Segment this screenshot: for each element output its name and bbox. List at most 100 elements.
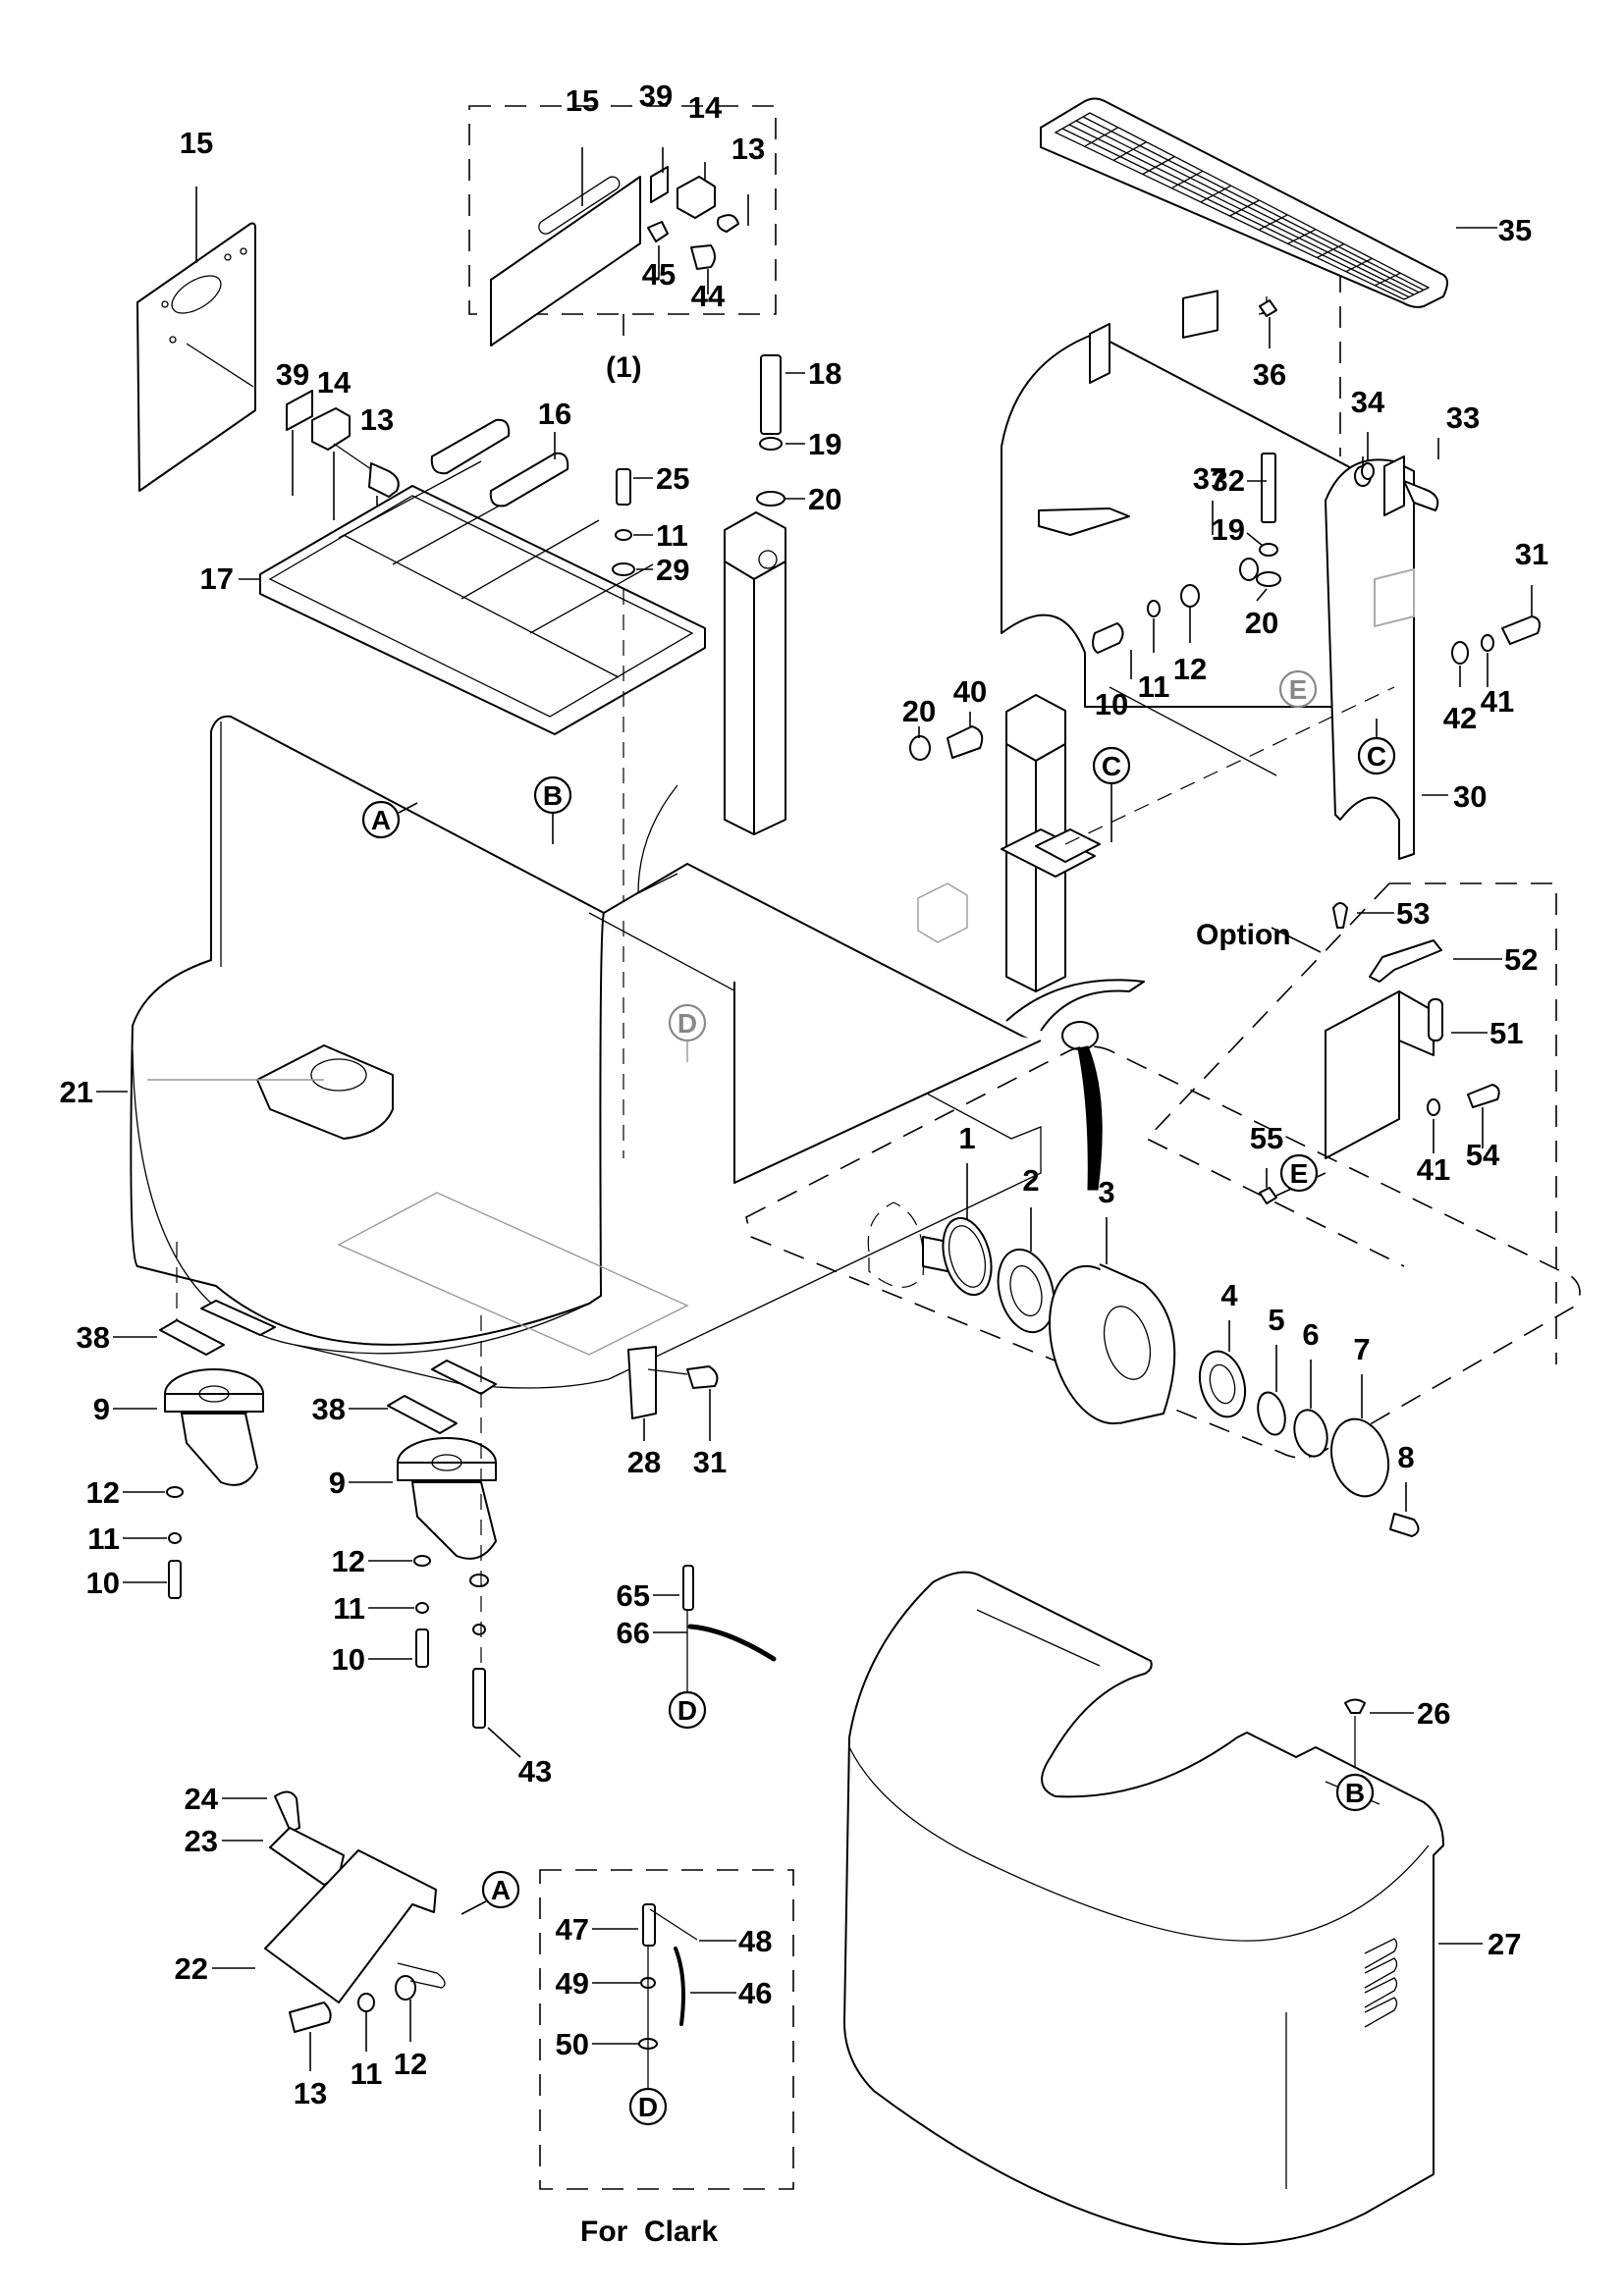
ref-marker-C: C <box>1092 746 1131 785</box>
callout-20: 20 <box>1245 606 1278 640</box>
callout-16: 16 <box>538 397 571 431</box>
callout-12: 12 <box>1173 652 1207 686</box>
callout-6: 6 <box>1302 1317 1319 1352</box>
battery-tray <box>259 418 706 735</box>
svg-text:A: A <box>371 805 391 835</box>
mast-columns <box>724 354 1096 992</box>
ref-marker-A: A <box>361 800 401 839</box>
callout-48: 48 <box>738 1924 772 1958</box>
ref-marker-A: A <box>481 1870 520 1909</box>
svg-text:B: B <box>1345 1778 1365 1808</box>
stop-block <box>627 1346 657 1419</box>
callout-36: 36 <box>1253 357 1286 392</box>
callout-12: 12 <box>332 1544 365 1578</box>
callout-12: 12 <box>86 1475 120 1510</box>
callout-29: 29 <box>656 553 689 587</box>
callout-38: 38 <box>312 1392 346 1426</box>
grille-bar <box>1316 242 1345 259</box>
grille-bar <box>1287 229 1317 244</box>
callout-labels: 15 39 14 13 15 39 14 13 45 44 (1) 16 17 … <box>60 79 1549 2248</box>
panel-fasteners <box>1092 453 1541 665</box>
callout-12: 12 <box>394 2047 427 2081</box>
svg-text:D: D <box>677 1008 697 1039</box>
svg-text:E: E <box>1290 1158 1309 1189</box>
callout-19: 19 <box>1212 512 1245 547</box>
svg-text:E: E <box>1289 674 1308 705</box>
callout-33: 33 <box>1446 400 1480 435</box>
callout-44: 44 <box>691 279 726 313</box>
front-cover <box>843 1571 1444 2246</box>
callout-11: 11 <box>1138 669 1170 704</box>
callout-10: 10 <box>1095 687 1128 721</box>
callout-18: 18 <box>808 356 841 391</box>
grille-bar <box>1200 185 1232 203</box>
callout-8: 8 <box>1397 1440 1414 1474</box>
callout-39: 39 <box>276 357 309 392</box>
mounting-plate-left <box>136 222 400 498</box>
callout-31: 31 <box>1515 537 1548 571</box>
ref-marker-D: D <box>668 1690 707 1730</box>
grille-bar <box>1082 116 1425 291</box>
callout-66: 66 <box>617 1616 650 1650</box>
callout-43: 43 <box>518 1754 552 1789</box>
svg-text:C: C <box>1367 741 1386 772</box>
reference-markers: A B C C D E E D B A D <box>361 669 1396 2126</box>
ref-marker-E: E <box>1279 1153 1319 1193</box>
callout-7: 7 <box>1353 1332 1370 1366</box>
callout-4: 4 <box>1220 1278 1238 1312</box>
svg-text:B: B <box>543 780 563 811</box>
option-bracket <box>1259 902 1500 1204</box>
callout-23: 23 <box>185 1824 218 1858</box>
callout-20: 20 <box>808 482 841 516</box>
ref-marker-B: B <box>533 775 572 815</box>
svg-text:D: D <box>638 2092 658 2122</box>
callout-28: 28 <box>627 1445 661 1479</box>
callout-15: 15 <box>180 126 213 160</box>
callout-3: 3 <box>1098 1175 1114 1209</box>
callout-65: 65 <box>617 1578 650 1613</box>
callout-46: 46 <box>738 1976 772 2010</box>
ref-marker-B: B <box>1335 1773 1375 1812</box>
callout-14: 14 <box>688 90 723 125</box>
grille-bar <box>1258 214 1288 231</box>
callout-11: 11 <box>87 1522 120 1556</box>
grille-bar <box>1142 155 1175 176</box>
callout-53: 53 <box>1396 896 1430 931</box>
callout-41: 41 <box>1481 684 1514 719</box>
svg-text:A: A <box>491 1875 511 1905</box>
svg-text:D: D <box>677 1695 697 1726</box>
slotted-plate-kit <box>490 166 739 347</box>
grille-bar <box>1229 199 1260 217</box>
ref-marker-E: E <box>1278 669 1318 709</box>
clark-fastener-kit <box>638 1903 698 2089</box>
callout-13: 13 <box>360 402 394 437</box>
kit-group-label: (1) <box>606 351 642 384</box>
callout-25: 25 <box>656 461 689 496</box>
callout-34: 34 <box>1351 385 1385 419</box>
callout-26: 26 <box>1417 1696 1450 1731</box>
drive-wheel-assembly <box>867 1201 1420 1537</box>
callout-11: 11 <box>351 2056 383 2091</box>
callout-11: 11 <box>656 518 688 553</box>
callout-13: 13 <box>294 2076 327 2110</box>
callout-11: 11 <box>333 1591 365 1626</box>
callout-1: 1 <box>958 1121 975 1155</box>
callout-40: 40 <box>953 674 987 709</box>
callout-9: 9 <box>93 1392 110 1426</box>
grille-bar <box>1345 257 1373 273</box>
callout-39: 39 <box>639 79 673 113</box>
fastener-stack-25 <box>612 468 635 1158</box>
callout-2: 2 <box>1022 1163 1039 1198</box>
chassis-frame <box>130 715 1145 1389</box>
callout-5: 5 <box>1268 1303 1284 1337</box>
callout-47: 47 <box>556 1912 589 1947</box>
callout-41: 41 <box>1417 1152 1450 1187</box>
grille-bar <box>1375 272 1401 287</box>
callout-50: 50 <box>556 2027 589 2061</box>
option-group-label: Option <box>1196 919 1291 951</box>
grille-bar <box>1068 124 1415 295</box>
callout-54: 54 <box>1466 1138 1500 1172</box>
callout-27: 27 <box>1488 1927 1521 1961</box>
callout-49: 49 <box>556 1966 589 2001</box>
